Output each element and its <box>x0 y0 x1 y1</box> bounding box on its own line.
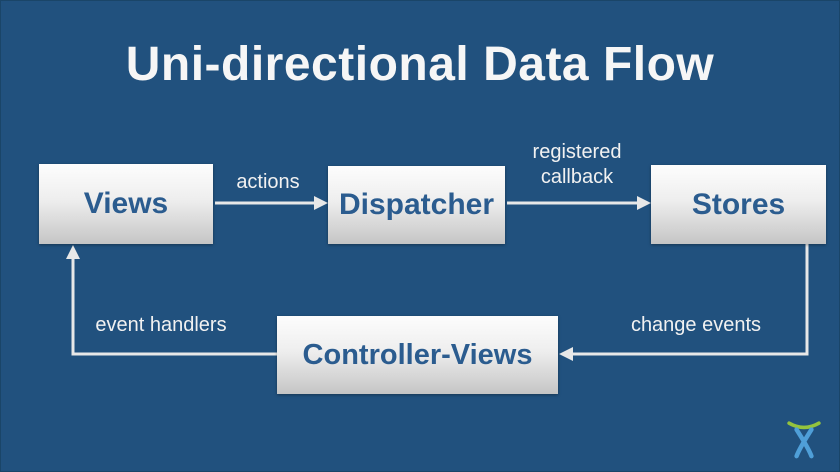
node-stores-label: Stores <box>691 187 786 221</box>
node-views: Views <box>39 164 213 244</box>
connector-controller-views <box>71 258 277 356</box>
arrowhead-right-1 <box>314 196 328 210</box>
atlassian-logo-green-arc <box>787 421 821 430</box>
page-title: Uni-directional Data Flow <box>125 38 715 91</box>
edge-label-registered-callback: registered callback <box>532 141 622 188</box>
atlassian-logo-icon <box>787 421 821 459</box>
edge-label-actions: actions <box>236 171 300 193</box>
edge-label-event-handlers: event handlers <box>95 314 227 336</box>
arrowhead-right-2 <box>637 196 651 210</box>
arrowhead-up <box>66 245 80 259</box>
node-dispatcher: Dispatcher <box>328 166 505 244</box>
atlassian-logo-blue-stroke-2 <box>794 427 814 459</box>
node-dispatcher-label: Dispatcher <box>338 188 495 221</box>
node-stores: Stores <box>651 165 826 244</box>
edge-label-change-events: change events <box>630 314 762 336</box>
node-views-label: Views <box>83 187 169 220</box>
node-controller-views: Controller-Views <box>277 316 558 394</box>
arrowhead-left <box>559 347 573 361</box>
node-controller-views-label: Controller-Views <box>302 338 533 371</box>
